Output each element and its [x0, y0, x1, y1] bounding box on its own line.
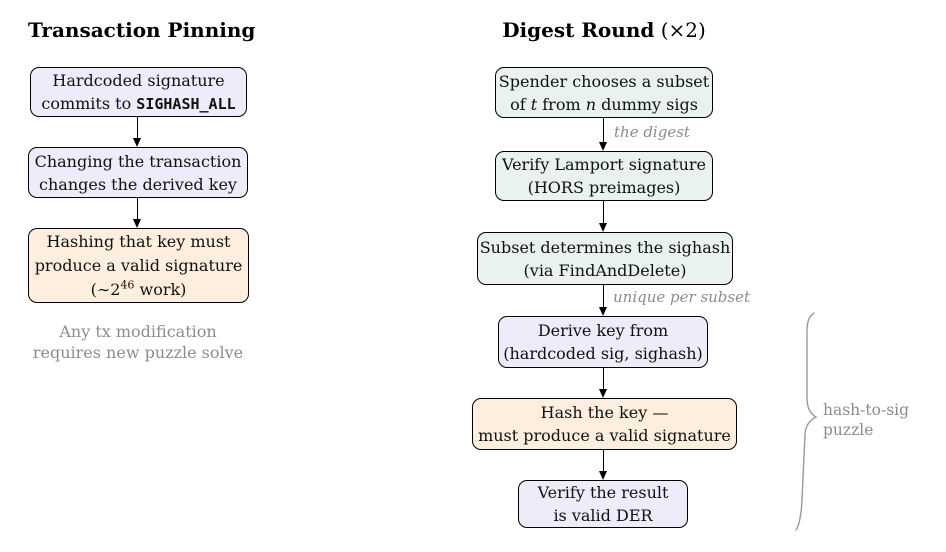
box-derive-key: Derive key from (hardcoded sig, sighash) [498, 316, 708, 368]
box-line: Changing the transaction [34, 151, 242, 171]
arrow-hash-to-der [598, 450, 607, 480]
box-verify-lamport: Verify Lamport signature (HORS preimages… [495, 151, 713, 201]
box-line: Subset determines the sighash [479, 237, 731, 257]
box-line: Hashing that key must [46, 231, 231, 251]
brace-label: hash-to-sig puzzle [823, 401, 910, 439]
edge-label-the-digest: the digest [614, 123, 690, 141]
box-line: commits to SIGHASH_ALL [41, 93, 236, 113]
box-line: (HORS preimages) [527, 178, 681, 197]
box-line: Verify Lamport signature [501, 155, 706, 174]
code-sighash-all: SIGHASH_ALL [136, 94, 236, 113]
box-hash-the-key: Hash the key — must produce a valid sign… [472, 398, 737, 450]
arrow-lamport-to-subset [598, 201, 607, 232]
hash-to-sig-brace [795, 312, 818, 531]
arrow-hardcoded-to-changing [132, 117, 141, 147]
box-line: Hash the key — [540, 403, 669, 422]
left-column-title: Transaction Pinning [28, 18, 256, 42]
box-line: Verify the result [537, 483, 669, 502]
arrow-changing-to-hashing [132, 198, 141, 228]
box-line: Derive key from [537, 321, 669, 340]
box-line: Spender chooses a subset [498, 71, 710, 91]
box-changing-transaction: Changing the transaction changes the der… [28, 147, 248, 198]
left-footnote: Any tx modification requires new puzzle … [32, 322, 244, 362]
box-line: must produce a valid signature [478, 426, 731, 445]
box-hardcoded-signature: Hardcoded signature commits to SIGHASH_A… [30, 67, 247, 117]
box-line: (hardcoded sig, sighash) [503, 344, 703, 363]
box-hashing-key: Hashing that key must produce a valid si… [28, 228, 249, 303]
box-spender-chooses: Spender chooses a subset of t from n dum… [495, 67, 713, 118]
arrow-spender-to-lamport [598, 118, 607, 151]
box-verify-der: Verify the result is valid DER [518, 480, 688, 528]
box-line: produce a valid signature [34, 255, 243, 275]
right-column-title: Digest Round (×2) [502, 18, 706, 42]
box-line: is valid DER [553, 506, 653, 525]
box-line: changes the derived key [39, 174, 237, 194]
box-line: (via FindAndDelete) [523, 260, 687, 280]
box-line: of t from n dummy sigs [510, 94, 698, 114]
edge-label-unique-per-subset: unique per subset [613, 288, 751, 306]
box-line: Hardcoded signature [52, 70, 225, 90]
box-line: (∼246 work) [90, 278, 187, 299]
box-subset-determines: Subset determines the sighash (via FindA… [477, 232, 733, 285]
arrow-subset-to-derive [598, 285, 607, 316]
arrow-derive-to-hash [598, 368, 607, 398]
